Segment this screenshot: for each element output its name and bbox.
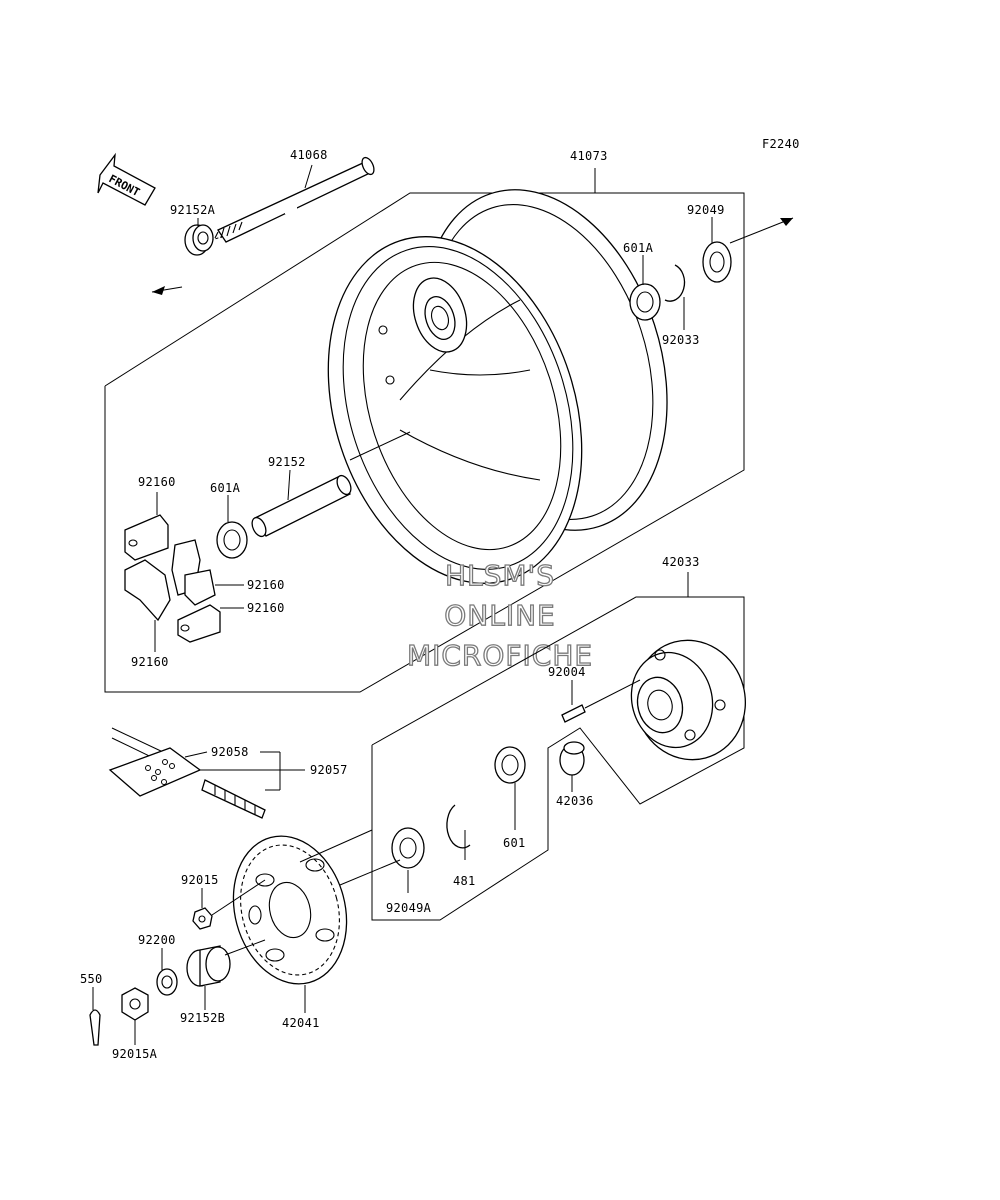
- bearing-601: [494, 746, 526, 784]
- label-92057: 92057: [310, 763, 348, 777]
- wheel-group-outline: [104, 192, 745, 693]
- collar-92152A: [184, 224, 214, 256]
- label-92152: 92152: [268, 455, 306, 469]
- label-92152B: 92152B: [180, 1011, 225, 1025]
- damper-92160-c: [124, 559, 216, 622]
- label-92015: 92015: [181, 873, 219, 887]
- label-92160-c: 92160: [247, 601, 285, 615]
- plug-42036: [559, 741, 585, 776]
- label-92160-a: 92160: [138, 475, 176, 489]
- axle-41068: [214, 156, 375, 243]
- label-92160-d: 92160: [131, 655, 169, 669]
- label-92152A: 92152A: [170, 203, 216, 217]
- watermark-line-3: MICROFICHE: [407, 639, 593, 672]
- label-550: 550: [80, 972, 103, 986]
- label-92200: 92200: [138, 933, 176, 947]
- label-601: 601: [503, 836, 526, 850]
- watermark: HLSM'S ONLINE MICROFICHE: [406, 558, 593, 672]
- front-arrow-icon: FRONT: [97, 152, 156, 206]
- nut-92015: [192, 907, 213, 930]
- damper-92160-d: [177, 604, 221, 643]
- watermark-line-1: HLSM'S: [445, 559, 555, 592]
- label-41073: 41073: [570, 149, 608, 163]
- castle-nut-92015A: [121, 987, 149, 1021]
- label-92004: 92004: [548, 665, 586, 679]
- label-92049: 92049: [687, 203, 725, 217]
- chain-92057: [108, 727, 266, 819]
- label-42036: 42036: [556, 794, 594, 808]
- label-481: 481: [453, 874, 476, 888]
- label-42041: 42041: [282, 1016, 320, 1030]
- bearing-601A-top: [629, 283, 661, 321]
- seal-92049: [702, 241, 732, 283]
- label-42033: 42033: [662, 555, 700, 569]
- label-92160-b: 92160: [247, 578, 285, 592]
- label-92033: 92033: [662, 333, 700, 347]
- washer-92200: [156, 968, 178, 996]
- seal-92049A: [391, 827, 425, 869]
- label-92058: 92058: [211, 745, 249, 759]
- stud-92004: [561, 704, 586, 723]
- wheel-rim-41073: [327, 189, 668, 584]
- label-601A-left: 601A: [210, 481, 241, 495]
- circlip-481: [446, 804, 471, 849]
- bearing-601A-left: [216, 521, 248, 559]
- diagram-code: F2240: [762, 137, 800, 151]
- collar-92152: [251, 474, 352, 538]
- collar-92152B: [186, 945, 231, 987]
- label-92049A: 92049A: [386, 901, 432, 915]
- coupling-42033: [630, 639, 746, 761]
- sprocket-42041: [232, 835, 348, 985]
- watermark-line-2: ONLINE: [444, 599, 555, 632]
- label-601A-top: 601A: [623, 241, 654, 255]
- circlip-92033: [664, 264, 686, 302]
- label-41068: 41068: [290, 148, 328, 162]
- cotter-pin-550: [89, 1009, 101, 1046]
- damper-92160-a: [124, 514, 169, 561]
- coupling-group-outline: [371, 596, 745, 921]
- label-92015A: 92015A: [112, 1047, 158, 1061]
